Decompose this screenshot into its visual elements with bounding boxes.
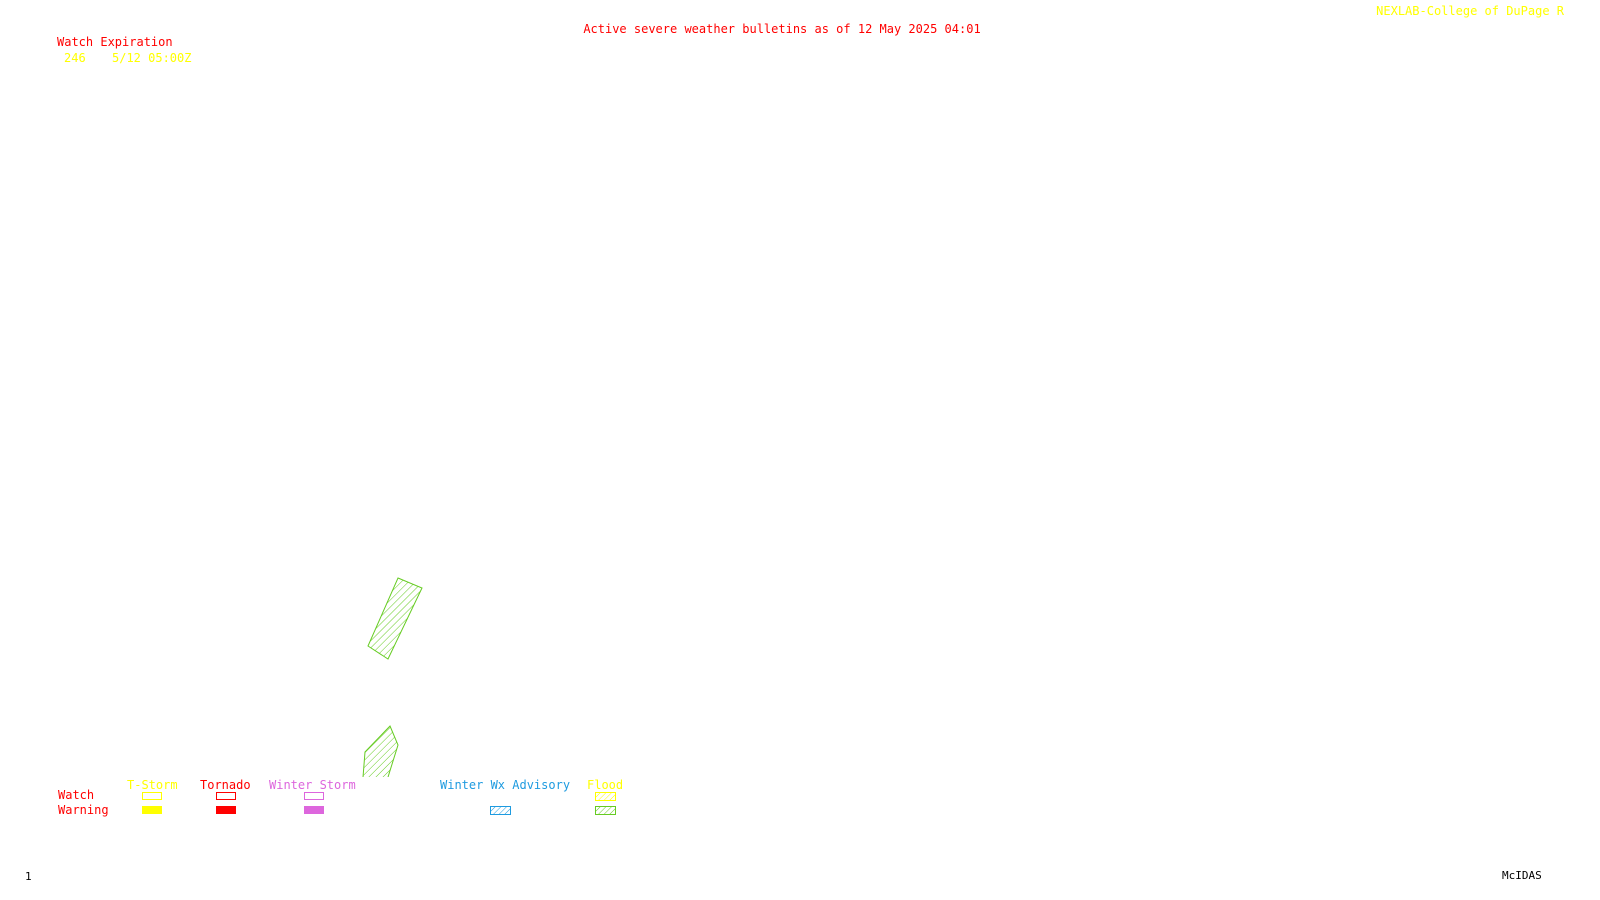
legend-tornado-watch	[216, 792, 236, 800]
legend-flood-watch	[595, 792, 616, 801]
watch-number: 246	[64, 51, 86, 65]
credit-label: NEXLAB-College of DuPage R	[1376, 4, 1564, 18]
legend-tornado-warning	[216, 806, 236, 814]
legend-flood-warning	[595, 806, 616, 815]
legend-winter-storm-watch	[304, 792, 324, 800]
watch-expiration-heading: Watch Expiration	[57, 35, 173, 49]
legend-tstorm-watch	[142, 792, 162, 800]
legend-winter-advisory-warning	[490, 806, 511, 815]
legend-row-warning: Warning	[58, 803, 109, 817]
flood-warning-polygon[interactable]	[367, 577, 423, 660]
watch-expiration-time: 5/12 05:00Z	[112, 51, 192, 65]
frame-number: 1	[25, 870, 32, 883]
software-label: McIDAS	[1502, 869, 1542, 882]
legend-row-watch: Watch	[58, 788, 95, 802]
flood-warning-polygon[interactable]	[362, 725, 399, 790]
legend-tornado-label: Tornado	[200, 778, 251, 792]
bulletin-title: Active severe weather bulletins as of 12…	[583, 22, 981, 36]
legend-tstorm-warning	[142, 806, 162, 814]
legend-winter-storm-label: Winter Storm	[269, 778, 356, 792]
legend-flood-label: Flood	[587, 778, 624, 792]
legend-winter-advisory-label: Winter Wx Advisory	[440, 778, 571, 792]
legend-winter-storm-warning	[304, 806, 324, 814]
legend-tstorm-label: T-Storm	[127, 778, 178, 792]
